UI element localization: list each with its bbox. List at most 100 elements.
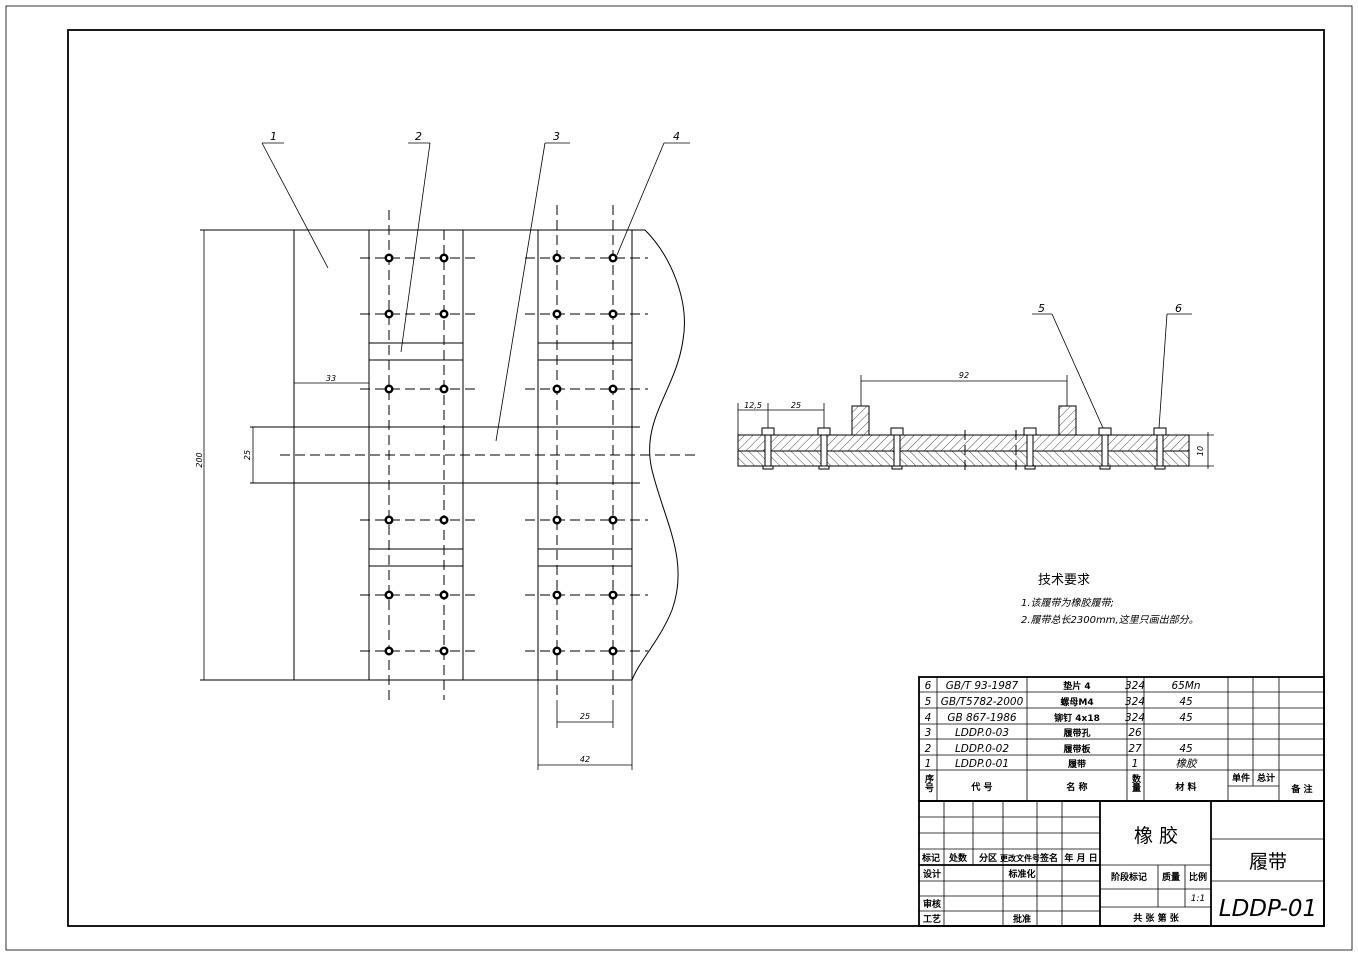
bom-cell-qty: 1 xyxy=(1132,758,1139,770)
bom-cell-qty: 26 xyxy=(1128,727,1142,739)
bolt-hole xyxy=(439,384,449,394)
section-callouts: 5 6 xyxy=(1032,302,1192,429)
title-block-grid xyxy=(918,800,1325,927)
bom-cell-name: 履带孔 xyxy=(1062,727,1090,739)
tb-design: 设计 xyxy=(923,868,941,880)
bolt-hole xyxy=(384,384,394,394)
bolt-hole xyxy=(608,253,618,263)
dim-33: 33 xyxy=(326,374,336,383)
section-rivet xyxy=(1153,427,1167,470)
tb-count: 处数 xyxy=(948,852,968,864)
bom-cell-qty: 324 xyxy=(1125,712,1145,724)
bolt-hole xyxy=(552,590,562,600)
bom-cell-qty: 324 xyxy=(1125,696,1145,708)
dim-25-bottom: 25 xyxy=(580,712,590,721)
inner-frame xyxy=(67,29,1325,927)
bom-cell-material: 65Mn xyxy=(1171,680,1200,692)
tb-drawing-no: LDDP-01 xyxy=(1219,896,1317,922)
bom-cell-code: GB/T5782-2000 xyxy=(941,696,1024,708)
bom-cell-code: LDDP.0-03 xyxy=(955,727,1009,739)
bom-cell-name: 履带板 xyxy=(1062,743,1091,755)
tb-material: 橡 胶 xyxy=(1134,825,1178,847)
bolt-hole xyxy=(439,646,449,656)
bolt-hole xyxy=(384,309,394,319)
dim-12-5: 12,5 xyxy=(744,401,762,410)
callout-5: 5 xyxy=(1038,302,1045,315)
bom-header-remark: 备 注 xyxy=(1290,783,1312,795)
bolt-hole xyxy=(384,253,394,263)
bom-cell-material: 45 xyxy=(1179,696,1193,708)
bom-cell-name: 履带 xyxy=(1067,758,1086,770)
bom-cell-code: GB 867-1986 xyxy=(947,712,1017,724)
tb-signature: 签名 xyxy=(1039,852,1058,864)
tb-change-doc: 更改文件号 xyxy=(1000,853,1040,863)
tech-req-title: 技术要求 xyxy=(1038,573,1090,588)
bom-cell-code: GB/T 93-1987 xyxy=(946,680,1019,692)
bolt-hole xyxy=(552,253,562,263)
bom-header-name: 名 称 xyxy=(1066,781,1087,793)
bom-cell-material: 橡胶 xyxy=(1176,758,1199,770)
tb-process: 工艺 xyxy=(923,913,941,925)
bom-cell-name: 螺母M4 xyxy=(1060,696,1093,708)
bolt-hole xyxy=(608,515,618,525)
bom-cell-code: LDDP.0-01 xyxy=(955,758,1009,770)
section-rivet xyxy=(1023,427,1037,470)
bom-cell-material: 45 xyxy=(1179,712,1193,724)
tb-scale-label: 比例 xyxy=(1189,871,1207,883)
bom-cell-no: 4 xyxy=(925,712,932,724)
tb-sheets: 共 张 第 张 xyxy=(1133,912,1179,924)
bom-cell-code: LDDP.0-02 xyxy=(955,743,1009,755)
tb-part-name: 履带 xyxy=(1249,851,1287,873)
bolt-hole xyxy=(552,646,562,656)
dim-25-left: 25 xyxy=(243,450,252,460)
callout-6: 6 xyxy=(1175,302,1182,315)
dim-200: 200 xyxy=(195,452,204,467)
tb-scale-value: 1:1 xyxy=(1191,894,1205,904)
plan-view xyxy=(200,205,695,700)
tb-standardize: 标准化 xyxy=(1007,868,1035,880)
section-rivet xyxy=(890,427,904,470)
bom-cell-no: 3 xyxy=(925,727,932,739)
bolt-hole xyxy=(608,590,618,600)
bolt-hole xyxy=(384,646,394,656)
title-block-text: 标记 处数 分区 更改文件号 签名 年 月 日 设计 标准化 审核 工艺 批准 … xyxy=(921,825,1317,925)
bolt-hole xyxy=(608,384,618,394)
bolt-hole xyxy=(439,253,449,263)
section-rivets xyxy=(761,427,1167,470)
bolt-hole xyxy=(608,646,618,656)
dim-25-section: 25 xyxy=(791,401,801,410)
outer-border xyxy=(5,5,1353,951)
bom-cell-name: 垫片 4 xyxy=(1063,680,1090,692)
bom-cell-no: 5 xyxy=(925,696,932,708)
bom-header-material: 材 料 xyxy=(1174,781,1196,793)
bolt-hole xyxy=(439,590,449,600)
tb-date: 年 月 日 xyxy=(1064,852,1097,864)
tb-weight: 质量 xyxy=(1162,871,1180,883)
bom-header-unit: 单件 xyxy=(1232,772,1250,784)
tb-stage: 阶段标记 xyxy=(1111,871,1147,883)
dim-92: 92 xyxy=(959,371,969,380)
bom-cell-no: 1 xyxy=(925,758,932,770)
tech-req-line-2: 2.履带总长2300mm,这里只画出部分。 xyxy=(1021,614,1199,626)
bom-cell-no: 6 xyxy=(925,680,932,692)
plan-callouts: 1 2 3 4 xyxy=(261,130,690,442)
tb-mark: 标记 xyxy=(921,852,940,864)
bolt-hole xyxy=(608,309,618,319)
bom-header-code: 代 号 xyxy=(970,781,992,793)
break-line xyxy=(631,229,685,681)
tech-requirements: 技术要求 1.该履带为橡胶履带; 2.履带总长2300mm,这里只画出部分。 xyxy=(1021,573,1199,626)
bolt-hole xyxy=(439,309,449,319)
bolt-hole xyxy=(552,309,562,319)
bom-cell-material: 45 xyxy=(1179,743,1193,755)
dim-10: 10 xyxy=(1196,446,1205,456)
bolt-hole xyxy=(384,590,394,600)
bom-header-no: 序号 xyxy=(923,773,934,793)
bom-header-total: 总计 xyxy=(1257,772,1275,784)
bom-header: 序号 代 号 名 称 数量 材 料 单件 总计 备 注 xyxy=(923,772,1313,795)
callout-3: 3 xyxy=(553,130,560,143)
tech-req-line-1: 1.该履带为橡胶履带; xyxy=(1021,597,1114,609)
bom-cell-no: 2 xyxy=(925,743,932,755)
bolt-hole xyxy=(439,515,449,525)
tb-approve: 批准 xyxy=(1013,913,1031,925)
